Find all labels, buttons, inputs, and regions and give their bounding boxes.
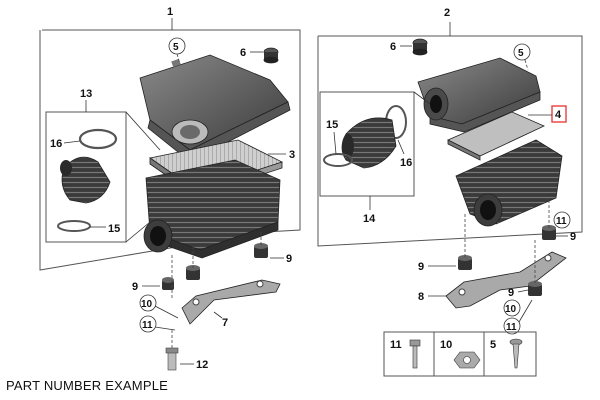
grommet-6-right [412,38,428,56]
left-assembly: 1 5 [39,6,301,271]
svg-text:9: 9 [286,253,292,265]
bracket-7 [181,279,281,325]
svg-text:9: 9 [508,287,514,299]
hardware-legend: 11 10 5 [383,331,537,377]
highlighted-callout-box [551,105,567,123]
grommet-9-right-1 [458,255,472,270]
nut-icon [453,351,481,369]
svg-text:9: 9 [570,231,576,243]
right-frame [317,35,583,247]
svg-text:5: 5 [173,42,179,53]
intake-hose-left [61,156,111,204]
callout-left-assembly: 1 [167,6,173,18]
air-box-lid-right [417,57,541,133]
svg-text:14: 14 [363,213,376,225]
svg-text:10: 10 [440,339,452,351]
page-caption: PART NUMBER EXAMPLE [6,378,169,393]
air-box-lid [139,54,291,161]
lower-housing-left [143,159,281,259]
grommet-9-left-3 [162,277,174,290]
svg-text:10: 10 [505,304,517,315]
screw-icon [509,338,523,369]
bracket-8 [445,251,567,309]
sub-assembly-14: 14 16 15 [319,91,431,225]
clamp-ring-15 [57,220,91,232]
svg-text:9: 9 [132,281,138,293]
stud-12 [165,347,179,371]
svg-text:11: 11 [506,322,517,333]
intake-hose-right [341,117,397,169]
clamp-ring-16 [78,128,118,150]
svg-text:4: 4 [555,109,562,121]
clamp-ring-15-right [323,153,353,167]
lower-housing-right [455,139,563,227]
svg-text:6: 6 [390,41,396,53]
svg-text:10: 10 [141,299,153,310]
svg-text:16: 16 [50,138,62,150]
svg-text:15: 15 [326,119,338,131]
grommet-9-left-1 [186,265,200,280]
svg-text:7: 7 [222,317,228,329]
svg-text:15: 15 [108,223,120,235]
svg-text:5: 5 [490,339,496,351]
svg-text:3: 3 [289,149,295,161]
svg-text:5: 5 [518,48,524,59]
grommet-6-left [263,47,279,64]
right-assembly: 2 6 5 4 [317,7,583,247]
filter-element-4 [447,111,545,161]
grommet-9-right-3 [528,281,542,296]
left-callouts: 5 6 3 [168,37,295,161]
grommet-9-left-2 [254,243,268,258]
svg-text:13: 13 [80,88,92,100]
sub-assembly-13: 13 16 15 [45,88,161,243]
svg-text:8: 8 [418,291,424,303]
left-bracket-assembly: 9 9 10 11 7 12 [132,232,292,371]
svg-text:9: 9 [418,261,424,273]
svg-text:11: 11 [556,216,567,227]
right-bracket-assembly: 11 9 9 8 9 10 11 [418,200,576,335]
svg-text:6: 6 [240,47,246,59]
sub-frame-14 [319,91,415,197]
svg-text:11: 11 [142,320,153,331]
svg-text:12: 12 [196,359,208,371]
svg-text:11: 11 [390,339,402,351]
bolt-icon [409,339,421,369]
svg-text:2: 2 [444,7,450,19]
svg-text:16: 16 [400,157,412,169]
left-frame [39,29,301,271]
